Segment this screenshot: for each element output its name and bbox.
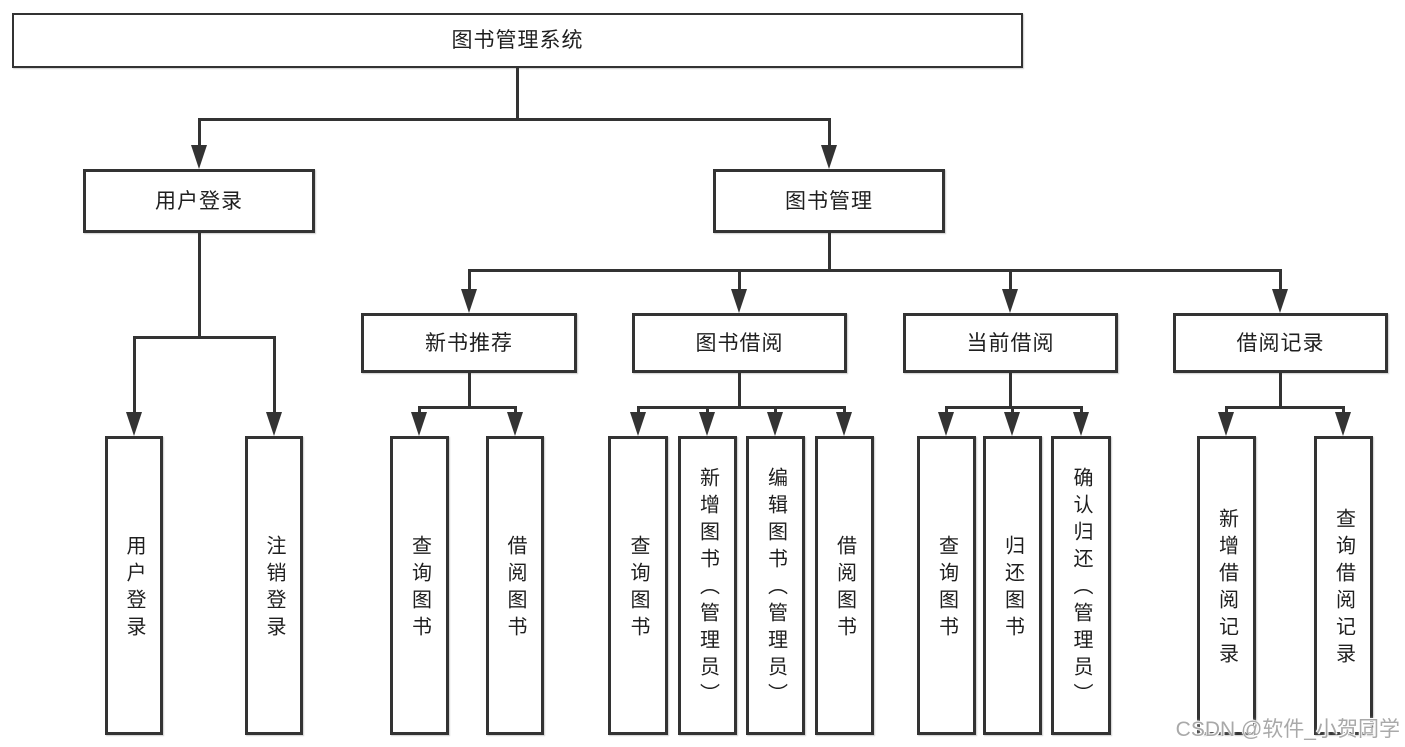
connector-line bbox=[273, 336, 276, 414]
arrow-down-icon bbox=[1002, 289, 1018, 313]
leaf-bb-borrow-books: 借阅图书 bbox=[815, 436, 874, 735]
connector-line bbox=[1009, 373, 1012, 406]
watermark: CSDN @软件_小贺同学 bbox=[1175, 718, 1400, 741]
connector-line bbox=[1225, 406, 1345, 409]
node-library-system: 图书管理系统 bbox=[12, 13, 1023, 68]
connector-line bbox=[1009, 269, 1012, 291]
connector-line bbox=[1225, 406, 1228, 416]
arrow-down-icon bbox=[266, 412, 282, 436]
leaf-cb-return-books: 归还图书 bbox=[983, 436, 1042, 735]
leaf-br-query-record: 查询借阅记录 bbox=[1314, 436, 1373, 735]
node-current-borrowing: 当前借阅 bbox=[903, 313, 1118, 373]
arrow-down-icon bbox=[1218, 412, 1234, 436]
connector-line bbox=[514, 406, 517, 416]
arrow-down-icon bbox=[126, 412, 142, 436]
connector-line bbox=[738, 269, 741, 291]
arrow-down-icon bbox=[1335, 412, 1351, 436]
connector-line bbox=[828, 118, 831, 148]
connector-line bbox=[843, 406, 846, 416]
connector-line bbox=[418, 406, 517, 409]
connector-line bbox=[706, 406, 709, 416]
arrow-down-icon bbox=[1272, 289, 1288, 313]
connector-line bbox=[637, 406, 846, 409]
connector-line bbox=[133, 336, 136, 414]
leaf-logout: 注销登录 bbox=[245, 436, 303, 735]
connector-line bbox=[1342, 406, 1345, 416]
connector-line bbox=[516, 68, 519, 118]
connector-line bbox=[468, 269, 1282, 272]
connector-line bbox=[468, 269, 471, 291]
node-book-management: 图书管理 bbox=[713, 169, 945, 233]
arrow-down-icon bbox=[938, 412, 954, 436]
leaf-cb-confirm-return-admin: 确认归还（管理员） bbox=[1051, 436, 1111, 735]
leaf-cb-query-books: 查询图书 bbox=[917, 436, 976, 735]
connector-line bbox=[1011, 406, 1014, 416]
arrow-down-icon bbox=[191, 145, 207, 169]
connector-line bbox=[1279, 269, 1282, 291]
node-new-book-recommend: 新书推荐 bbox=[361, 313, 577, 373]
connector-line bbox=[1080, 406, 1083, 416]
arrow-down-icon bbox=[630, 412, 646, 436]
connector-line bbox=[418, 406, 421, 416]
arrow-down-icon bbox=[699, 412, 715, 436]
arrow-down-icon bbox=[1004, 412, 1020, 436]
leaf-bb-edit-book-admin: 编辑图书（管理员） bbox=[746, 436, 805, 735]
leaf-br-add-record: 新增借阅记录 bbox=[1197, 436, 1256, 735]
node-user-login: 用户登录 bbox=[83, 169, 315, 233]
arrow-down-icon bbox=[836, 412, 852, 436]
connector-line bbox=[198, 118, 201, 148]
leaf-bb-query-books: 查询图书 bbox=[608, 436, 668, 735]
arrow-down-icon bbox=[461, 289, 477, 313]
connector-line bbox=[738, 373, 741, 406]
connector-line bbox=[945, 406, 948, 416]
node-book-borrowing: 图书借阅 bbox=[632, 313, 847, 373]
arrow-down-icon bbox=[411, 412, 427, 436]
arrow-down-icon bbox=[767, 412, 783, 436]
connector-line bbox=[637, 406, 640, 416]
arrow-down-icon bbox=[507, 412, 523, 436]
arrow-down-icon bbox=[1073, 412, 1089, 436]
arrow-down-icon bbox=[821, 145, 837, 169]
leaf-bb-add-book-admin: 新增图书（管理员） bbox=[678, 436, 737, 735]
connector-line bbox=[198, 233, 201, 336]
node-borrowing-records: 借阅记录 bbox=[1173, 313, 1388, 373]
connector-line bbox=[828, 233, 831, 269]
connector-line bbox=[774, 406, 777, 416]
leaf-nbr-query-books: 查询图书 bbox=[390, 436, 449, 735]
arrow-down-icon bbox=[731, 289, 747, 313]
connector-line bbox=[1279, 373, 1282, 406]
connector-line bbox=[468, 373, 471, 406]
connector-line bbox=[198, 118, 831, 121]
connector-line bbox=[133, 336, 276, 339]
leaf-nbr-borrow-books: 借阅图书 bbox=[486, 436, 544, 735]
leaf-user-login: 用户登录 bbox=[105, 436, 163, 735]
